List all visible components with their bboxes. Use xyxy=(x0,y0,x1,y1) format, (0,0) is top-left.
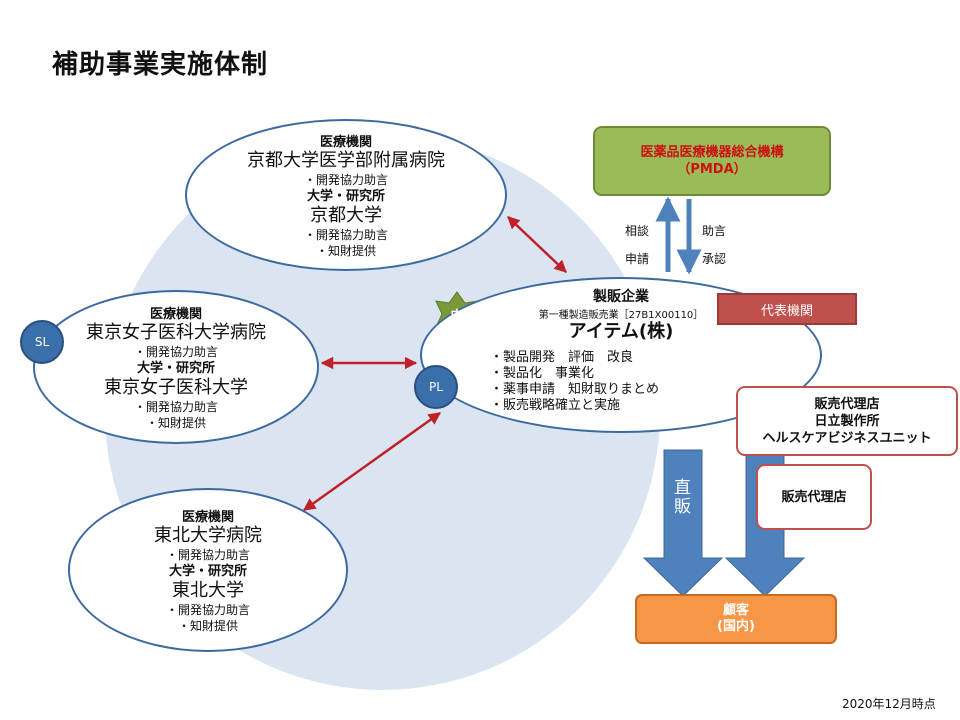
pmda-name: 医薬品医療機器総合機構 xyxy=(640,145,784,160)
twmu-role-1: ・開発協力助言 xyxy=(133,345,218,359)
pmda-abbr: （PMDA） xyxy=(677,162,747,177)
tohoku-academic-header: 大学・研究所 xyxy=(168,564,247,579)
consult-label: 相談 xyxy=(625,224,650,238)
hitachi-agent-role: 販売代理店 xyxy=(814,396,880,412)
customer-label: 顧客 xyxy=(722,603,749,618)
twmu-hospital-name: 東京女子医科大学病院 xyxy=(86,322,266,343)
other-agent-box: 販売代理店 xyxy=(756,464,872,530)
hitachi-agent-name: 日立製作所 xyxy=(814,413,880,429)
twmu-node: 医療機関 東京女子医科大学病院 ・開発協力助言 大学・研究所 東京女子医科大学 … xyxy=(33,290,319,444)
pl-badge: PL xyxy=(414,365,458,409)
tohoku-role-1: ・開発協力助言 xyxy=(165,548,250,562)
kyoto-role-2: ・開発協力助言 xyxy=(303,228,388,242)
kyoto-item-link-arrow xyxy=(507,216,567,273)
twmu-academic-header: 大学・研究所 xyxy=(136,361,215,376)
kyoto-role-3: ・知財提供 xyxy=(315,244,376,258)
kyoto-role-1: ・開発協力助言 xyxy=(303,173,388,187)
direct-sales-label: 直販 xyxy=(670,478,690,516)
apply-label: 申請 xyxy=(625,252,650,266)
approve-label: 承認 xyxy=(702,252,727,266)
item-registration: 第一種製造販売業［27B1X00110］ xyxy=(538,310,704,321)
pmda-box: 医薬品医療機器総合機構 （PMDA） xyxy=(593,126,831,196)
tohoku-hospital-name: 東北大学病院 xyxy=(154,525,262,546)
item-task: ・販売戦略確立と実施 xyxy=(490,398,621,413)
advice-label: 助言 xyxy=(702,224,727,238)
tohoku-university-name: 東北大学 xyxy=(172,580,244,601)
item-task-list: ・製品開発 評価 改良 ・製品化 事業化 ・薬事申請 知財取りまとめ ・販売戦略… xyxy=(490,350,659,414)
kyoto-academic-header: 大学・研究所 xyxy=(306,189,385,204)
twmu-university-name: 東京女子医科大学 xyxy=(104,377,248,398)
hitachi-agent-unit: ヘルスケアビジネスユニット xyxy=(762,430,932,446)
tohoku-item-link-arrow xyxy=(302,411,442,512)
twmu-header: 医療機関 xyxy=(149,307,202,322)
item-header: 製販企業 xyxy=(593,289,649,305)
sl-badge: SL xyxy=(20,320,64,364)
twmu-role-3: ・知財提供 xyxy=(145,416,206,430)
twmu-role-2: ・開発協力助言 xyxy=(133,400,218,414)
hitachi-agent-box: 販売代理店 日立製作所 ヘルスケアビジネスユニット xyxy=(736,386,958,456)
customer-scope: (国内) xyxy=(717,619,755,634)
tohoku-header: 医療機関 xyxy=(181,510,234,525)
other-agent-role: 販売代理店 xyxy=(781,489,847,505)
tohoku-node: 医療機関 東北大学病院 ・開発協力助言 大学・研究所 東北大学 ・開発協力助言 … xyxy=(68,488,348,652)
item-company-name: アイテム(株) xyxy=(568,321,674,342)
kyoto-university-name: 京都大学 xyxy=(310,205,382,226)
center-star-label: 中 xyxy=(450,309,464,324)
kyoto-header: 医療機関 xyxy=(319,135,372,150)
customer-box: 顧客 (国内) xyxy=(635,594,837,644)
tohoku-role-2: ・開発協力助言 xyxy=(165,603,250,617)
item-task: ・製品開発 評価 改良 xyxy=(490,350,634,365)
page-title: 補助事業実施体制 xyxy=(52,50,269,80)
direct-sales-arrow xyxy=(642,449,724,597)
item-task: ・薬事申請 知財取りまとめ xyxy=(490,382,660,397)
representative-label: 代表機関 xyxy=(717,293,857,325)
tohoku-role-3: ・知財提供 xyxy=(177,619,238,633)
kyoto-university-node: 医療機関 京都大学医学部附属病院 ・開発協力助言 大学・研究所 京都大学 ・開発… xyxy=(185,119,507,271)
item-task: ・製品化 事業化 xyxy=(490,366,595,381)
date-footnote: 2020年12月時点 xyxy=(842,697,936,711)
kyoto-hospital-name: 京都大学医学部附属病院 xyxy=(247,150,445,171)
